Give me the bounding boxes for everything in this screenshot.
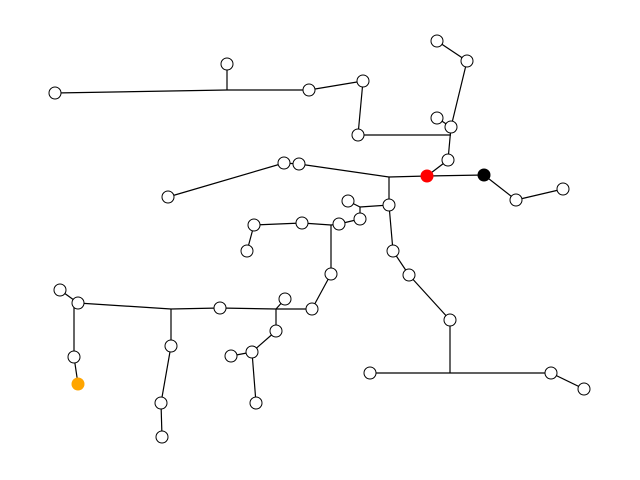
node — [240, 244, 254, 258]
node — [213, 301, 227, 315]
node — [155, 430, 169, 444]
node — [577, 382, 591, 396]
edge — [483, 174, 517, 201]
node — [277, 156, 291, 170]
edge — [167, 162, 285, 198]
edge — [311, 273, 332, 310]
edge — [450, 60, 468, 128]
edge — [408, 274, 451, 321]
node — [556, 182, 570, 196]
edge — [251, 351, 257, 404]
node — [164, 339, 178, 353]
edges-layer — [54, 40, 585, 438]
edge — [298, 163, 390, 178]
node — [444, 120, 458, 134]
node — [278, 292, 292, 306]
node — [154, 396, 168, 410]
node — [509, 193, 523, 207]
node — [324, 267, 338, 281]
edge — [170, 307, 221, 310]
node — [430, 34, 444, 48]
node — [460, 54, 474, 68]
node — [430, 111, 444, 125]
black-node — [477, 168, 491, 182]
node — [71, 296, 85, 310]
node — [382, 198, 396, 212]
node — [544, 366, 558, 380]
node — [295, 216, 309, 230]
edge — [308, 80, 364, 91]
edge — [77, 302, 172, 310]
node — [48, 86, 62, 100]
nodes-layer — [48, 34, 591, 444]
node — [341, 194, 355, 208]
node — [332, 217, 346, 231]
node — [67, 350, 81, 364]
edge — [515, 188, 564, 201]
node — [305, 302, 319, 316]
node — [443, 313, 457, 327]
node — [292, 157, 306, 171]
node — [353, 212, 367, 226]
node — [386, 244, 400, 258]
node — [351, 128, 365, 142]
node — [249, 396, 263, 410]
red-node — [420, 169, 434, 183]
edge — [160, 345, 172, 404]
node — [356, 74, 370, 88]
edge — [253, 222, 303, 226]
node — [441, 153, 455, 167]
orange-node — [71, 377, 85, 391]
node — [363, 366, 377, 380]
edge — [357, 80, 364, 136]
node — [269, 324, 283, 338]
edge — [219, 307, 277, 310]
node — [402, 268, 416, 282]
node — [302, 83, 316, 97]
edge — [426, 174, 485, 177]
edge — [388, 204, 394, 252]
node — [53, 283, 67, 297]
node — [245, 345, 259, 359]
edge — [54, 89, 228, 94]
node — [224, 349, 238, 363]
node — [161, 190, 175, 204]
node — [247, 218, 261, 232]
node — [220, 57, 234, 71]
